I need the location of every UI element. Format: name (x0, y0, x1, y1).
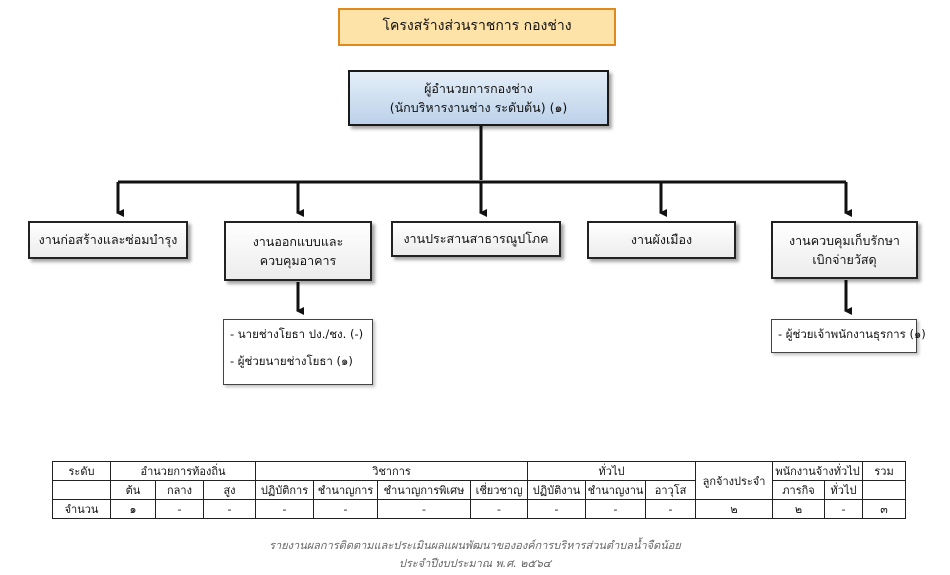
count-cell: - (155, 499, 204, 519)
group-general: ทั่วไป (527, 461, 697, 481)
unit-utilities-label: งานประสานสาธารณูปโภค (403, 231, 549, 247)
blank-cell (52, 480, 111, 500)
sub-mission: ภารกิจ (772, 480, 826, 500)
sub-early: ต้น (110, 480, 156, 500)
director-level: (นักบริหารงานช่าง ระดับต้น) (๑) (389, 100, 568, 115)
blank-cell (862, 480, 907, 500)
chart-title: โครงสร้างส่วนราชการ กองช่าง (338, 8, 616, 46)
unit-planning-label: งานผังเมือง (630, 232, 693, 248)
sub-operator: ปฏิบัติงาน (527, 480, 587, 500)
unit-construction: งานก่อสร้างและซ่อมบำรุง (28, 221, 188, 259)
unit-design: งานออกแบบและ ควบคุมอาคาร (224, 221, 372, 281)
group-academic: วิชาการ (255, 461, 529, 481)
sub-senior-professional: ชำนาญการพิเศษ (377, 480, 472, 500)
disbursement-staff-box: - ผู้ช่วยเจ้าพนักงานธุรการ (๑) (771, 319, 926, 353)
chart-title-text: โครงสร้างส่วนราชการ กองช่าง (382, 18, 572, 35)
sub-professional: ชำนาญการ (313, 480, 379, 500)
group-total: รวม (862, 461, 907, 481)
sub-middle: กลาง (155, 480, 204, 500)
count-cell: - (377, 499, 472, 519)
sub-skilled: ชำนาญงาน (585, 480, 647, 500)
count-cell: - (645, 499, 697, 519)
unit-design-label-2: ควบคุมอาคาร (259, 253, 337, 268)
footer-report-title: รายงานผลการติดตามและประเมินผลแผนพัฒนาของ… (269, 539, 681, 552)
count-cell: - (470, 499, 529, 519)
count-cell: - (313, 499, 379, 519)
count-cell: ๒ (772, 499, 826, 519)
count-cell: - (202, 499, 257, 519)
count-cell: - (527, 499, 587, 519)
unit-design-label-1: งานออกแบบและ (252, 233, 344, 249)
director-title: ผู้อำนวยการกองช่าง (424, 80, 533, 96)
sub-practitioner: ปฏิบัติการ (255, 480, 315, 500)
group-local-director: อำนวยการท้องถิ่น (109, 461, 257, 481)
group-permanent: ลูกจ้างประจำ (695, 461, 774, 500)
count-cell: ๑ (110, 499, 156, 519)
design-staff-box: - นายช่างโยธา ปง./ชง. (-) - ผู้ช่วยนายช่… (223, 319, 373, 385)
sub-expert: เชี่ยวชาญ (470, 480, 529, 500)
unit-disbursement-label-1: งานควบคุมเก็บรักษา (789, 232, 900, 248)
count-cell: ๒ (695, 499, 774, 519)
count-cell: - (255, 499, 315, 519)
unit-disbursement: งานควบคุมเก็บรักษา เบิกจ่ายวัสดุ (771, 221, 918, 279)
staffing-summary-table: ระดับ อำนวยการท้องถิ่น วิชาการ ทั่วไป ลู… (52, 461, 907, 519)
sub-senior: อาวุโส (645, 480, 697, 500)
unit-planning: งานผังเมือง (587, 221, 736, 259)
unit-construction-label: งานก่อสร้างและซ่อมบำรุง (38, 232, 178, 248)
unit-disbursement-label-2: เบิกจ่ายวัสดุ (812, 252, 877, 267)
sub-high: สูง (202, 480, 257, 500)
sub-general-contract: ทั่วไป (824, 480, 864, 500)
disbursement-staff-item-1: - ผู้ช่วยเจ้าพนักงานธุรการ (๑) (778, 327, 926, 341)
unit-utilities: งานประสานสาธารณูปโภค (391, 221, 561, 257)
level-header: ระดับ (52, 461, 111, 481)
footer-fiscal-year: ประจำปีงบประมาณ พ.ศ. ๒๕๖๔ (398, 557, 552, 570)
design-staff-item-1: - นายช่างโยธา ปง./ชง. (-) (230, 327, 364, 341)
count-cell: - (824, 499, 864, 519)
group-contract: พนักงานจ้างทั่วไป (772, 461, 864, 481)
design-staff-item-2: - ผู้ช่วยนายช่างโยธา (๑) (230, 354, 353, 369)
director-box: ผู้อำนวยการกองช่าง (นักบริหารงานช่าง ระด… (348, 70, 609, 126)
count-cell: ๓ (862, 499, 907, 519)
count-label: จำนวน (52, 499, 111, 519)
count-cell: - (585, 499, 647, 519)
count-row: จำนวน ๑ - - - - - - - - - ๒ ๒ - ๓ (52, 499, 907, 519)
